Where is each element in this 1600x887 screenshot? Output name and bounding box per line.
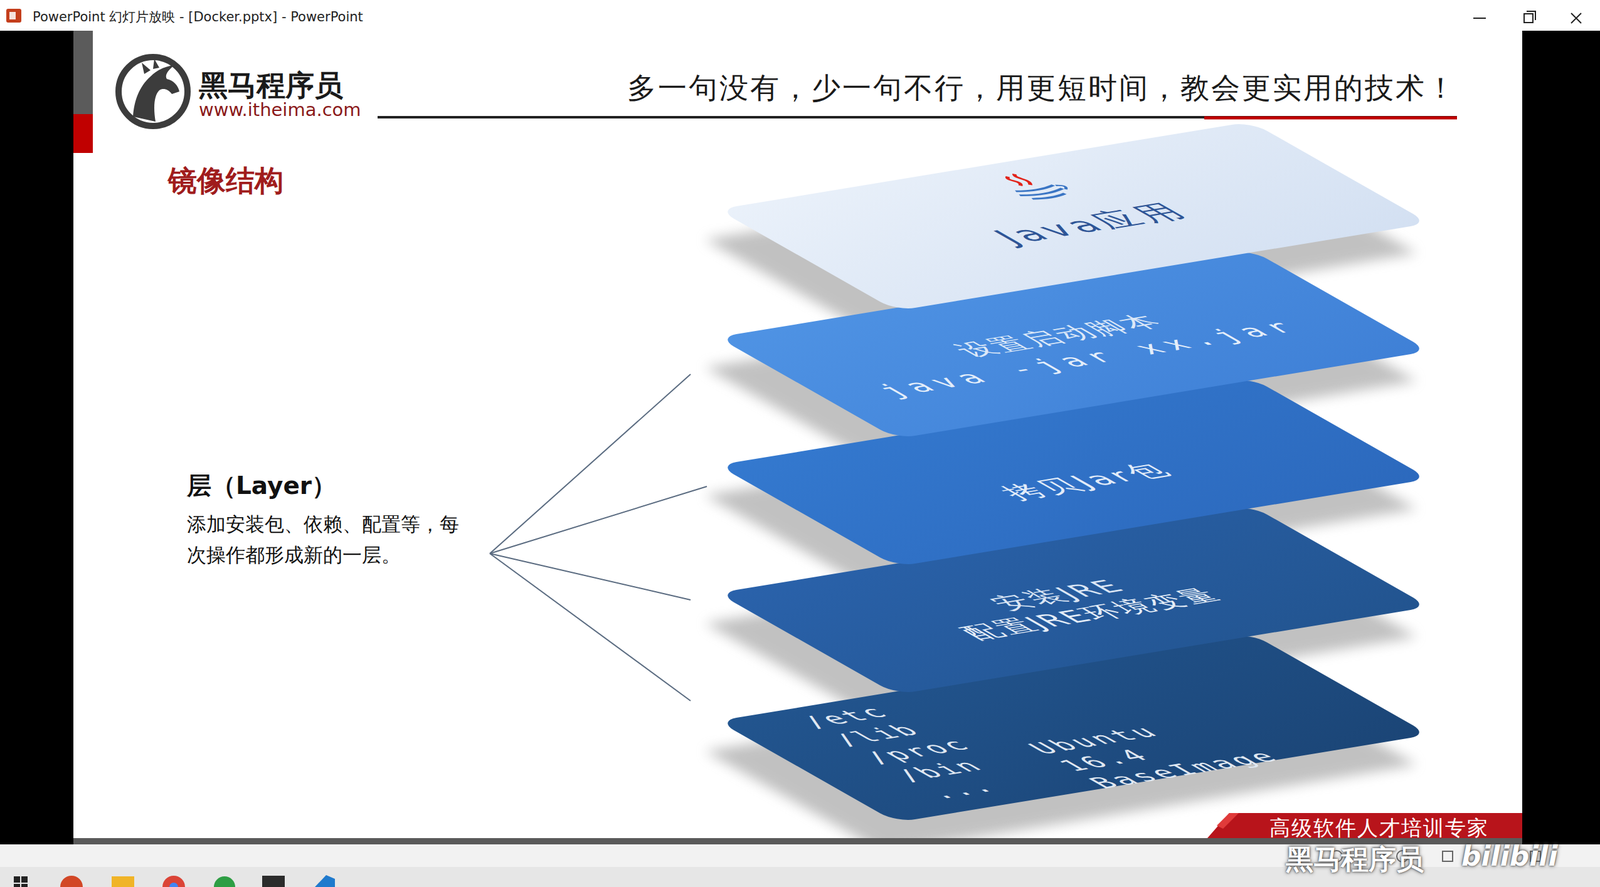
taskbar-icons [13,875,335,887]
java-icon [970,167,1098,209]
slogan: 多一句没有，少一句不行，用更短时间，教会更实用的技术！ [627,68,1457,108]
layer-text: Java应用 [981,196,1204,251]
side-bar [73,30,93,115]
slide [73,30,1523,839]
slide-title: 镜像结构 [168,161,284,201]
app-icon [6,8,22,23]
title-bar [0,0,1600,31]
close-icon [1571,13,1582,24]
watermark: 黑马程序员 [1285,841,1424,879]
header-rule [377,116,1457,119]
layer-description: 添加安装包、依赖、配置等，每次操作都形成新的一层。 [186,509,467,571]
band-text: 高级软件人才培训专家 [1269,814,1489,843]
restore-icon [1524,13,1533,23]
watermark-logo: bilibili [1461,840,1558,873]
window-title: PowerPoint 幻灯片放映 - [Docker.pptx] - Power… [32,8,364,26]
layer-text: 拷贝Jar包 [989,458,1185,505]
logo-icon [118,57,188,127]
layer-heading: 层（Layer） [186,469,337,504]
layer-text: Ubuntu 16.4 BaseImage [1019,708,1311,794]
header-rule-red [1204,116,1457,120]
side-bar-red [73,114,93,154]
layer-text: /etc /lib /proc /bin ... [790,695,1065,805]
java-icon-art [970,167,1098,209]
logo-url: www.itheima.com [198,99,362,121]
leader-lines [489,374,707,702]
minimize-icon [1473,17,1486,19]
